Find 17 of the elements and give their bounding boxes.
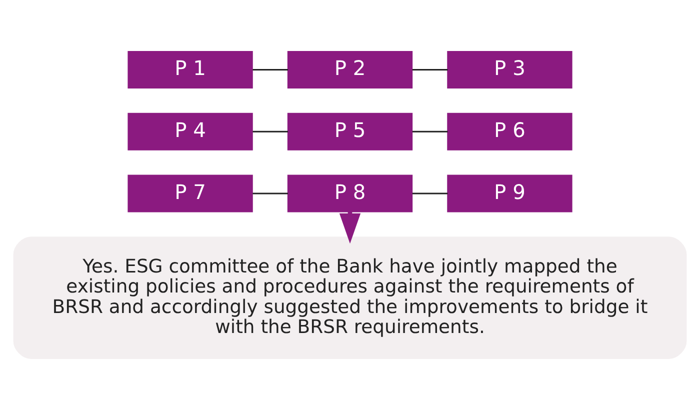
node-box: P 3 (447, 50, 572, 88)
node-box: P 5 (287, 112, 413, 150)
node-box: Yes. ESG committee of the Bank have jointly mapped the existing policies and procedures against the requirements of BRSR and accordingly suggested the improvements to bridge it with the BRSR requirements. (13, 236, 687, 358)
node-box: P 7 (128, 174, 253, 212)
node-box: P 9 (447, 174, 572, 212)
connector (252, 68, 288, 70)
connector (252, 192, 288, 194)
node-box: P 4 (128, 112, 253, 150)
connector (412, 68, 448, 70)
connector (412, 130, 448, 132)
node-box: P 2 (287, 50, 413, 88)
node-box: P 6 (447, 112, 572, 150)
node-box: P 8 (287, 174, 413, 212)
node-box: P 1 (128, 50, 253, 88)
arrow (339, 212, 361, 244)
connector (412, 192, 448, 194)
connector (252, 130, 288, 132)
